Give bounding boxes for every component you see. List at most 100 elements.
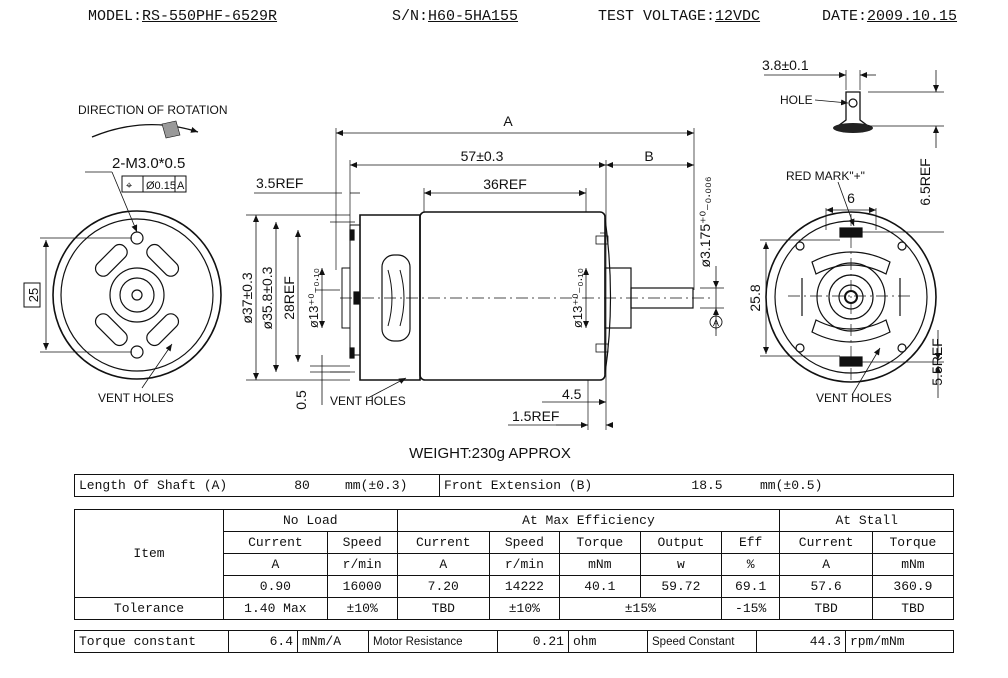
me-torque-value: 40.1 — [558, 575, 641, 598]
motor-resistance-unit: ohm — [568, 630, 648, 653]
screw-hole-bottom — [130, 345, 144, 359]
tol-nl-speed: ±10% — [326, 597, 398, 620]
weight-label: WEIGHT:230g APPROX — [409, 445, 571, 462]
dim-25: 25 — [26, 288, 41, 302]
front-ext-label: Front Extension (B) — [439, 474, 658, 497]
tol-nl-current: 1.40 Max — [223, 597, 328, 620]
dim-6: 6 — [847, 190, 855, 206]
vent-holes-left: VENT HOLES — [98, 391, 174, 405]
motor-resistance-label: Motor Resistance — [368, 630, 498, 653]
nl-current-unit: A — [223, 553, 328, 576]
tolerance-label: Tolerance — [74, 597, 224, 620]
dim-6-5ref: 6.5REF — [917, 158, 933, 205]
tol-me-current: TBD — [396, 597, 490, 620]
tol-st-current: TBD — [779, 597, 873, 620]
stall-header: At Stall — [779, 509, 954, 532]
motor-resistance-value: 0.21 — [497, 630, 569, 653]
voltage-label: TEST VOLTAGE: — [598, 8, 716, 25]
me-output-unit: w — [639, 553, 722, 576]
tol-value: Ø0.15 — [146, 180, 176, 192]
screw-hole-top — [130, 231, 144, 245]
nl-speed-unit: r/min — [326, 553, 398, 576]
nl-current-header: Current — [223, 531, 328, 554]
side-view — [246, 128, 724, 430]
dim-1-5ref: 1.5REF — [512, 408, 559, 424]
me-torque-header: Torque — [558, 531, 641, 554]
shaft-table: Length Of Shaft (A) 80 mm(±0.3) Front Ex… — [74, 474, 954, 497]
me-speed-header: Speed — [488, 531, 560, 554]
date-label: DATE: — [822, 8, 868, 25]
tol-symbol: ⌖ — [126, 180, 132, 192]
front-end-view — [760, 181, 944, 398]
me-torque-unit: mNm — [558, 553, 641, 576]
motor-drawing: DIRECTION OF ROTATION 2-M3.0*0.5 ⌖ Ø0.15… — [23, 57, 945, 462]
nl-speed-header: Speed — [326, 531, 398, 554]
dim-13-left: ø13⁺⁰₋₀.₁₀ — [306, 268, 321, 328]
tol-st-torque: TBD — [871, 597, 955, 620]
drawing-labels: DIRECTION OF ROTATION 2-M3.0*0.5 ⌖ Ø0.15… — [26, 57, 945, 462]
tol-me-speed: ±10% — [488, 597, 560, 620]
speed-const-value: 44.3 — [756, 630, 846, 653]
shaft-length-label: Length Of Shaft (A) — [74, 474, 263, 497]
dim-36ref: 36REF — [483, 176, 527, 192]
me-speed-unit: r/min — [488, 553, 560, 576]
dim-0-5: 0.5 — [293, 390, 309, 410]
model-field: MODEL:RS-550PHF-6529R — [88, 8, 277, 25]
torque-const-value: 6.4 — [228, 630, 298, 653]
dim-35-8: ø35.8±0.3 — [259, 266, 275, 329]
voltage-field: TEST VOLTAGE:12VDC — [598, 8, 760, 25]
me-eff-value: 69.1 — [720, 575, 781, 598]
red-mark-label: RED MARK"+" — [786, 169, 865, 183]
screw-label: 2-M3.0*0.5 — [112, 155, 185, 172]
date-field: DATE:2009.10.15 — [822, 8, 957, 25]
vent-holes-right: VENT HOLES — [816, 391, 892, 405]
speed-const-unit: rpm/mNm — [845, 630, 954, 653]
max-eff-header: At Max Efficiency — [396, 509, 781, 532]
st-current-header: Current — [779, 531, 873, 554]
me-output-value: 59.72 — [639, 575, 722, 598]
dim-57: 57±0.3 — [461, 148, 504, 164]
me-speed-value: 14222 — [488, 575, 560, 598]
dim-25-8: 25.8 — [747, 284, 763, 311]
vent-holes-mid: VENT HOLES — [330, 394, 406, 408]
speed-const-label: Speed Constant — [647, 630, 757, 653]
model-value: RS-550PHF-6529R — [142, 8, 278, 25]
me-current-unit: A — [396, 553, 490, 576]
rotation-label: DIRECTION OF ROTATION — [78, 103, 228, 117]
performance-table: Item No Load At Max Efficiency At Stall … — [74, 509, 955, 620]
nl-current-value: 0.90 — [223, 575, 328, 598]
me-current-value: 7.20 — [396, 575, 490, 598]
date-value: 2009.10.15 — [867, 8, 958, 25]
dim-3-5ref: 3.5REF — [256, 175, 303, 191]
dim-3-8: 3.8±0.1 — [762, 57, 809, 73]
st-torque-unit: mNm — [871, 553, 955, 576]
tol-datum: A — [177, 180, 185, 192]
st-torque-value: 360.9 — [871, 575, 955, 598]
serial-field: S/N:H60-5HA155 — [392, 8, 518, 25]
shaft-length-unit: mm(±0.3) — [341, 474, 440, 497]
rear-end-view — [23, 120, 222, 389]
me-current-header: Current — [396, 531, 490, 554]
sn-value: H60-5HA155 — [428, 8, 519, 25]
dim-4-5: 4.5 — [562, 386, 582, 402]
no-load-header: No Load — [223, 509, 398, 532]
dim-13-right: ø13⁺⁰₋₀.₁₀ — [570, 268, 585, 328]
hole-detail — [764, 70, 944, 148]
nl-speed-value: 16000 — [326, 575, 398, 598]
hole-label: HOLE — [780, 93, 813, 107]
model-label: MODEL: — [88, 8, 143, 25]
tol-me-eff: -15% — [720, 597, 781, 620]
st-current-value: 57.6 — [779, 575, 873, 598]
voltage-value: 12VDC — [715, 8, 761, 25]
me-eff-header: Eff — [720, 531, 781, 554]
dim-5-5ref: 5.5REF — [929, 338, 945, 385]
front-ext-unit: mm(±0.5) — [756, 474, 954, 497]
st-torque-header: Torque — [871, 531, 955, 554]
torque-const-unit: mNm/A — [297, 630, 369, 653]
dim-37: ø37±0.3 — [239, 272, 255, 323]
st-current-unit: A — [779, 553, 873, 576]
dim-b: B — [644, 148, 653, 164]
shaft-length-value: 80 — [263, 474, 341, 497]
item-header: Item — [74, 509, 224, 598]
dim-shaft-dia: ø3.175⁺⁰₋₀.₀₀₆ — [697, 177, 713, 268]
